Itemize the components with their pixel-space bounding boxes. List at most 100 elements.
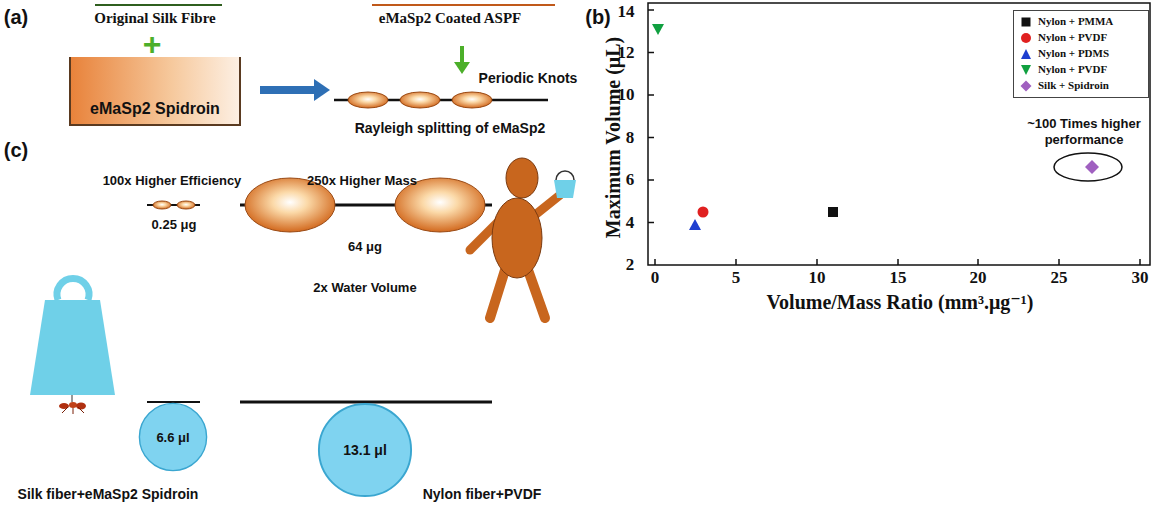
tick-label: 30 [1132,268,1149,288]
arrow-shaft [260,86,314,94]
drawing-part [69,402,77,408]
tick-label: 2 [626,255,635,275]
mass-label: 64 μg [348,239,382,254]
drawing-part [528,270,545,318]
flow-arrow [260,79,330,101]
axis-title: Maximum Volume (μL) [603,36,626,237]
tick-label: 0 [651,268,660,288]
node-text: Rayleigh splitting of eMaSp2 [330,120,570,136]
drawing-part [648,52,654,54]
drawing-part [977,259,979,265]
legend-marker [1020,64,1032,76]
marker-circle [1021,33,1031,43]
legend-marker [1020,32,1032,44]
knot [400,92,440,108]
data-point [828,207,838,217]
annotation: ~100 Times higher performance [1009,116,1159,147]
data-point [698,207,709,218]
down-arrow [454,46,470,74]
legend-text: Nylon + PVDF [1038,31,1107,43]
legend-marker [1020,48,1032,60]
callout-label: Periodic Knots [479,70,578,86]
tick-label: 6 [626,170,635,190]
legend-marker [1020,16,1032,28]
legend-row: Nylon + PMMA [1014,14,1148,30]
drawing-part [492,198,542,278]
plus-sign: + [143,26,162,63]
marker-triangle [1021,65,1031,75]
panel-letter: (b) [585,6,611,29]
drawing-part [73,408,74,414]
legend-text: Nylon + PVDF [1038,63,1107,75]
tick-label: 12 [618,43,635,63]
drawing-part [648,94,654,96]
marker-triangle [1021,49,1031,59]
drawing-part [735,259,737,265]
droplet-node: 6.6 μl [138,402,208,472]
tick-label: 10 [618,85,635,105]
marker-square [1022,18,1031,27]
tick-label: 25 [1051,268,1068,288]
arrow-head [314,79,330,101]
tick-label: 15 [890,268,907,288]
chart-legend: Nylon + PMMANylon + PVDFNylon + PDMSNylo… [1013,10,1149,98]
drawing-part [1139,259,1141,265]
comparison-label: 2x Water Volume [313,280,416,295]
knot [153,201,171,209]
drawing-part [648,9,654,11]
beaker-wall [70,57,240,125]
weight-icon [30,278,115,414]
drawing-part [57,278,89,300]
highlight-ring [1054,153,1122,181]
legend-marker [1020,80,1032,92]
drawing-part [535,195,560,215]
mass-label: 0.25 μg [152,217,197,232]
comparison-label: 100x Higher Efficiency [103,173,242,188]
tick-label: 20 [970,268,987,288]
fibre [147,401,200,403]
drawing-part [78,407,84,413]
drawing-part [1058,259,1060,265]
drawing-part [897,259,899,265]
caption-label: Nylon fiber+PVDF [423,486,542,502]
legend-row: Nylon + PDMS [1014,46,1148,62]
legend-text: Nylon + PMMA [1038,15,1113,27]
legend-row: Nylon + PVDF [1014,62,1148,78]
legend-row: Silk + Spidroin [1014,78,1148,94]
drawing-part [460,46,464,64]
data-point [652,24,664,35]
heading-rule [372,4,555,6]
drawing-part [556,171,574,180]
legend-text: Silk + Spidroin [1038,79,1109,91]
caption-label: Silk fiber+eMaSp2 Spidroin [18,486,199,502]
comparison-label: 250x Higher Mass [307,173,417,188]
node-heading: eMaSp2 Coated ASPF [330,10,570,27]
tick-label: 14 [618,2,635,22]
drawing-part [654,259,656,265]
axis-title: Volume/Mass Ratio (mm³.μg⁻¹) [766,290,1033,314]
drawing-part [62,407,84,414]
tick-label: 10 [809,268,826,288]
drawing-part [554,180,576,198]
drawing-part [30,300,115,395]
panel-letter: (a) [4,6,28,29]
marker-diamond [1021,81,1032,92]
tick-label: 4 [626,213,635,233]
drawing-part [648,222,654,224]
panel-letter: (c) [4,139,28,162]
data-point [689,219,701,230]
knot [177,201,195,209]
solution-bath [70,57,240,125]
drawing-part [62,407,68,413]
droplet-node: 13.1 μl [317,402,413,498]
drawing-part [454,62,470,74]
node-text: 6.6 μl [138,430,208,445]
knot [452,92,492,108]
data-point [1085,160,1099,174]
strongman-figure [470,158,576,318]
heading-rule [95,4,222,6]
tick-label: 5 [732,268,741,288]
knot [348,92,388,108]
drawing-part [72,395,73,402]
